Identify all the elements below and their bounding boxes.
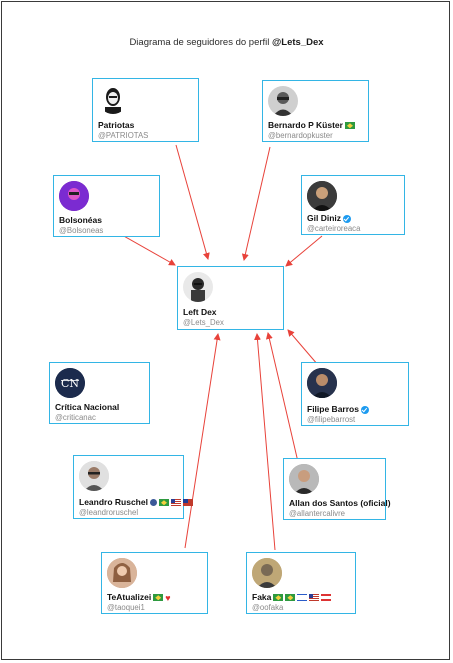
diagram-title: Diagrama de seguidores do perfil @Lets_D… <box>0 37 453 48</box>
heart-icon: ♥ <box>165 592 171 603</box>
profile-name: Patriotas <box>98 120 135 130</box>
profile-card-ruschel[interactable]: Leandro Ruschel @leandroruschel <box>73 455 193 519</box>
avatar <box>79 461 109 491</box>
title-text: Diagrama de seguidores do perfil <box>129 37 270 48</box>
profile-handle: @bernardopkuster <box>268 131 333 140</box>
profile-card-santos[interactable]: Allan dos Santos (oficial) @allantercali… <box>283 458 391 520</box>
profile-name: Leandro Ruschel <box>79 497 193 507</box>
avatar <box>289 464 319 494</box>
profile-card-left-dex[interactable]: Left Dex @Lets_Dex <box>177 266 284 330</box>
profile-name: Crítica Nacional <box>55 402 120 412</box>
avatar <box>252 558 282 588</box>
arrow-diniz <box>285 235 323 267</box>
avatar <box>307 181 337 211</box>
profile-card-patriotas[interactable]: Patriotas @PATRIOTAS <box>92 78 199 142</box>
profile-name: TeAtualizei♥ <box>107 592 171 603</box>
profile-handle: @taoquei1 <box>107 603 145 612</box>
avatar: CN <box>55 368 85 398</box>
flag-br-icon <box>285 594 296 602</box>
profile-name: Bolsonéas <box>59 215 102 225</box>
flag-lb-icon <box>321 594 332 602</box>
flag-tw-icon <box>182 499 193 507</box>
flag-us-icon <box>309 594 320 602</box>
arrow-kuster <box>241 146 271 261</box>
profile-handle: @leandroruschel <box>79 508 139 517</box>
profile-card-kuster[interactable]: Bernardo P Küster @bernardopkuster <box>262 80 369 142</box>
flag-us-icon <box>170 499 181 507</box>
profile-card-teatualizei[interactable]: TeAtualizei♥ @taoquei1 <box>101 552 208 614</box>
profile-handle: @filipebarrost <box>307 415 356 424</box>
profile-handle: @PATRIOTAS <box>98 131 149 140</box>
profile-card-barros[interactable]: Filipe Barros @filipebarrost <box>301 362 409 426</box>
profile-handle: @Bolsoneas <box>59 226 104 235</box>
title-handle: @Lets_Dex <box>272 37 324 48</box>
speaking-head-icon <box>149 499 157 507</box>
profile-name: Filipe Barros <box>307 404 369 414</box>
logo-text: CN <box>61 377 79 390</box>
verified-icon <box>360 405 369 414</box>
avatar <box>268 86 298 116</box>
profile-card-faka[interactable]: Faka @oofaka <box>246 552 356 614</box>
arrow-santos <box>265 332 299 463</box>
profile-card-bolsoneas[interactable]: Bolsonéas @Bolsoneas <box>53 175 160 237</box>
avatar <box>59 181 89 211</box>
profile-name: Left Dex <box>183 307 217 317</box>
profile-handle: @Lets_Dex <box>183 318 224 327</box>
avatar <box>307 368 337 398</box>
profile-handle: @criticanac <box>55 413 96 422</box>
arrow-barros <box>287 329 319 366</box>
verified-icon <box>343 214 351 223</box>
profile-handle: @allantercalivre <box>289 509 346 518</box>
profile-card-critica[interactable]: CN Crítica Nacional @criticanac <box>49 362 150 424</box>
avatar <box>183 272 213 302</box>
flag-br-icon <box>158 499 169 507</box>
profile-name: Bernardo P Küster <box>268 120 355 130</box>
profile-handle: @carteiroreaca <box>307 224 361 233</box>
arrow-teatualizei <box>184 333 221 549</box>
flag-il-icon <box>297 594 308 602</box>
flag-br-icon <box>344 122 355 130</box>
arrow-faka <box>254 333 276 551</box>
flag-br-icon <box>153 594 164 602</box>
flag-br-icon <box>273 594 284 602</box>
avatar <box>107 558 137 588</box>
arrow-bolsoneas <box>121 234 176 266</box>
profile-handle: @oofaka <box>252 603 284 612</box>
profile-name: Faka <box>252 592 332 602</box>
avatar <box>98 84 128 114</box>
profile-name: Allan dos Santos (oficial) <box>289 498 391 508</box>
profile-card-diniz[interactable]: Gil Diniz @carteiroreaca <box>301 175 405 235</box>
profile-name: Gil Diniz <box>307 213 351 223</box>
arrow-patriotas <box>175 144 210 260</box>
